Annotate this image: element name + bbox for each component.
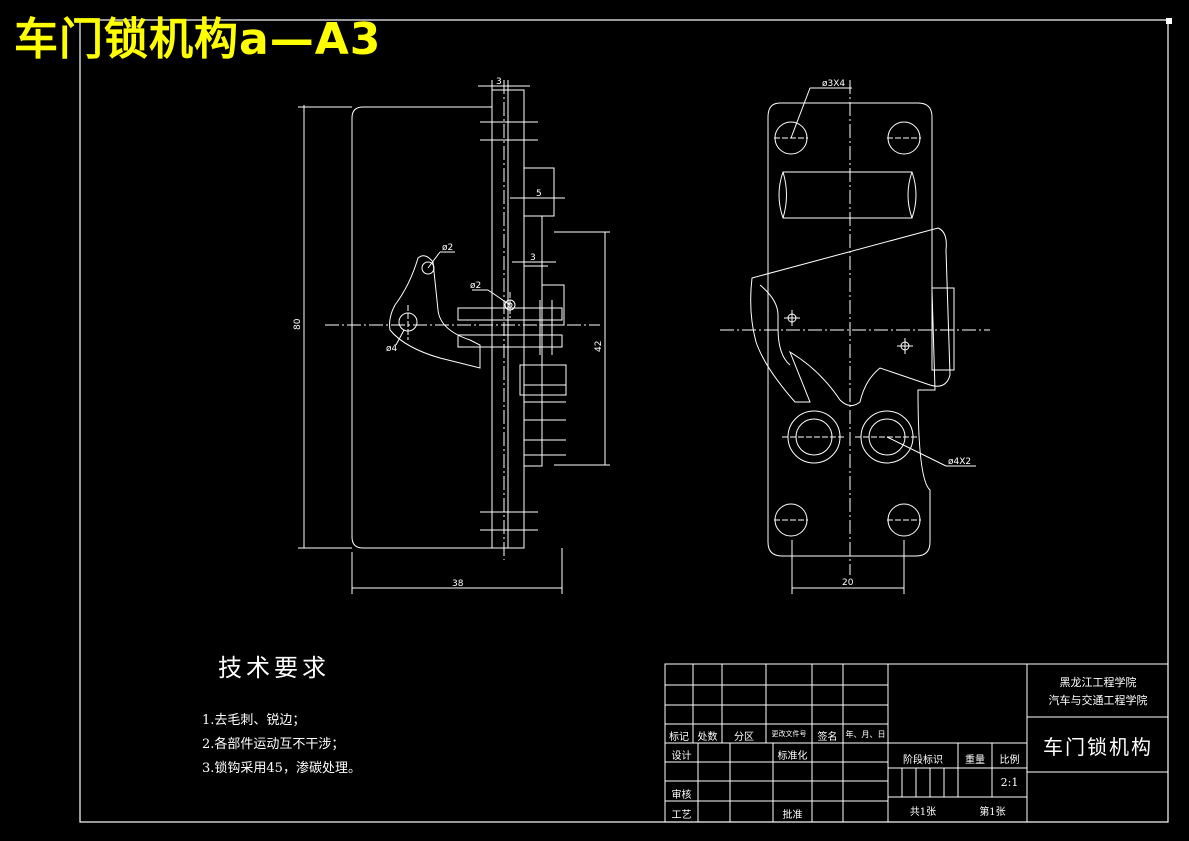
college-name: 汽车与交通工程学院 [1048, 694, 1148, 707]
title-block-grid [664, 663, 1169, 823]
dim-3-mid: 3 [530, 253, 536, 263]
dim-80: 80 [293, 318, 303, 330]
label-process: 工艺 [671, 810, 692, 821]
tech-requirements-title: 技术要求 [218, 654, 330, 682]
label-design: 设计 [671, 751, 692, 762]
dim-5: 5 [536, 189, 542, 199]
dim-3-top: 3 [496, 77, 502, 87]
total-sheets: 共1张 [909, 807, 937, 818]
front-view [720, 80, 990, 594]
side-view-dimension-text: 3 5 3 ø2 ø2 ø4 80 42 38 [293, 77, 604, 589]
dim-holes-3x4: ø3X4 [822, 79, 845, 89]
label-standardization: 标准化 [777, 751, 808, 762]
school-name: 黑龙江工程学院 [1059, 676, 1137, 689]
sheet-border [79, 19, 1169, 823]
label-approve: 批准 [782, 810, 803, 821]
dim-20: 20 [842, 578, 854, 588]
dim-38: 38 [452, 579, 464, 589]
label-review: 审核 [671, 790, 692, 801]
scale-value: 2:1 [1000, 776, 1019, 789]
sheet-title: 车门锁机构a—A3 [14, 14, 382, 65]
label-scale: 比例 [999, 755, 1020, 766]
header-date: 年、月、日 [845, 730, 886, 739]
part-name: 车门锁机构 [1043, 735, 1153, 759]
dim-dia-4: ø4 [386, 344, 398, 354]
tech-requirement-item: 2.各部件运动互不干涉； [202, 737, 345, 752]
header-mark: 标记 [669, 732, 689, 743]
sheet-number: 第1张 [979, 807, 1006, 818]
tech-requirement-item: 1.去毛刺、锐边； [202, 713, 306, 728]
label-weight: 重量 [965, 755, 985, 766]
dim-holes-4x2: ø4X2 [948, 457, 971, 467]
header-signature: 签名 [817, 732, 838, 743]
front-view-dimension-text: ø3X4 ø4X2 20 [822, 79, 971, 588]
dim-dia-2-lever: ø2 [442, 243, 453, 253]
side-view [298, 80, 610, 594]
header-change-doc: 更改文件号 [771, 730, 807, 738]
label-stage-mark: 阶段标识 [903, 755, 943, 766]
corner-mark [1166, 18, 1172, 24]
header-count: 处数 [697, 732, 718, 743]
dim-42: 42 [594, 341, 604, 352]
tech-requirement-item: 3.锁钩采用45，渗碳处理。 [202, 761, 361, 776]
dim-dia-2-pin: ø2 [470, 281, 481, 291]
header-zone: 分区 [734, 732, 754, 743]
